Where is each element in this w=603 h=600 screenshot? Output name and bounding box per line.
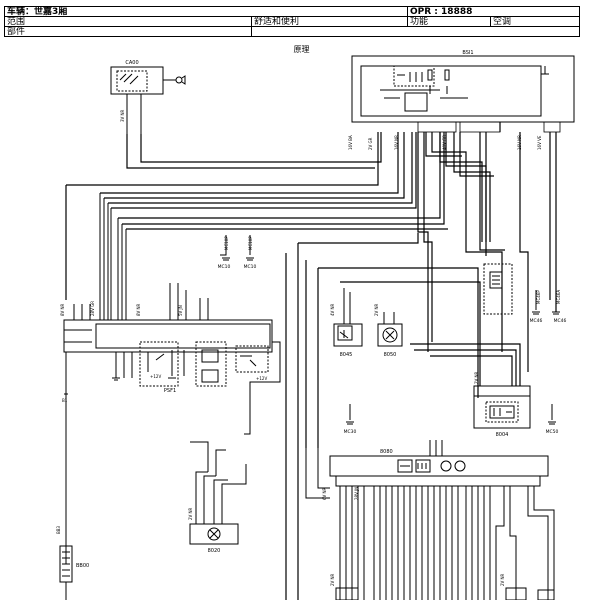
8050-tag: 2V NR [374,303,379,316]
psf1-upper-wires [99,193,209,320]
8080-label: 8080 [380,449,393,455]
ca00-switch [110,66,186,134]
psf1-12v-b: +12V [256,376,267,381]
tag-mc10-b: MC10P [248,236,253,250]
mc30-mc50-grounds [346,404,556,425]
psf1-tags: 8V NR 28V GR 8V NR 5V JN [60,301,183,316]
svg-text:16V VE: 16V VE [537,135,542,150]
8045-box [333,288,363,347]
bottom-tag-a: 2V NR [330,573,335,586]
tag-mc10-a: MC10P [224,236,229,250]
ca00-label: CA00 [125,60,138,66]
8004-tag: 2V NR [474,371,479,384]
8080-box [329,440,549,487]
tag-bb3: BB3 [56,526,61,534]
svg-text:8V NR: 8V NR [60,303,65,316]
psf1-12v-a: +12V [150,374,161,379]
bottom-connectors [335,587,555,600]
ground-mc50: MC50 [546,429,559,435]
tag-mc46-b: MC46A [556,290,561,304]
ground-mc10: MC10 [218,264,231,270]
ground-mc46: MC46 [530,318,543,324]
tag-mc46-a: MC46P [536,290,541,304]
bsi1-connector [417,121,561,133]
upper-harness [65,122,557,600]
bb00-label: BB00 [76,563,89,569]
diagram-subtitle: 原理 [293,45,310,54]
part-value [251,26,580,37]
8020-box [189,441,247,545]
8004-label: 8004 [496,432,509,438]
8045-label: 8045 [340,352,353,358]
mc46-grounds [532,290,560,315]
tag-b1: B1 [62,398,68,403]
8050-box [377,312,403,347]
8045-tag: 4V NR [330,303,335,316]
psf1-box [63,304,273,387]
8020-label: 8020 [208,548,221,554]
b1-wire [64,352,68,564]
tag-b1-ca: 3V NR [120,109,125,122]
8050-label: 8050 [384,352,397,358]
8080-tag-28v: 28V JN [354,487,359,500]
bsi1-label: BSI1 [462,50,473,56]
bottom-tag-b: 2V NR [500,573,505,586]
ground-mc46-b: MC46 [554,318,567,324]
title-block: 车辆：世嘉3厢 OPR : 18888 范围 舒适和便利 功能 空调 部件 [4,6,580,44]
ventilation-wires [305,260,521,448]
ground-mc10-b: MC10 [244,264,257,270]
svg-text:16V NR: 16V NR [394,135,399,150]
ground-mc30: MC30 [344,429,357,435]
bsi1-box [351,55,575,123]
8080-tag-6v: 6V NR [322,487,327,500]
mc10-grounds [220,235,254,261]
psf1-right-wire [244,341,281,435]
8020-tag: 2V NR [188,507,193,520]
sensor-box-right [483,263,513,315]
bsi1-tags: 16V BA 2V GR 16V NR 40V GR 16V NR 16V VE [348,135,542,150]
svg-text:5V JN: 5V JN [178,305,183,316]
svg-text:8V NR: 8V NR [136,303,141,316]
8004-box [473,385,531,429]
svg-text:28V GR: 28V GR [90,301,95,316]
8080-output-wires [305,448,555,600]
svg-text:2V GR: 2V GR [368,137,373,150]
svg-text:16V BA: 16V BA [348,135,353,150]
bb00-battery [59,545,73,600]
psf1-label: PSF1 [164,388,176,394]
